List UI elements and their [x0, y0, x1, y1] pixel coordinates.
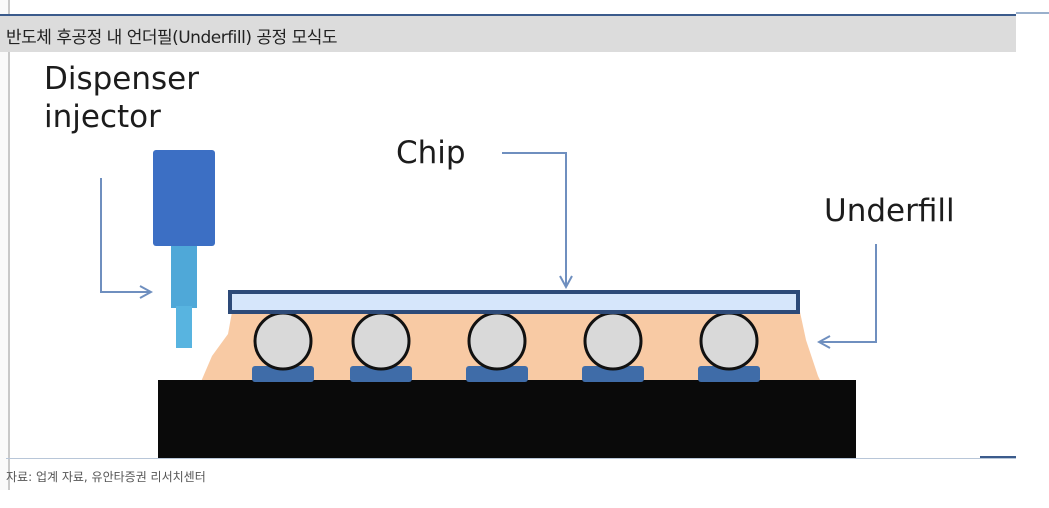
- injector-body: [153, 150, 215, 246]
- left-border: [0, 0, 10, 490]
- dispenser-injector-label: Dispenser injector: [44, 61, 199, 135]
- pad: [252, 366, 314, 382]
- chip-die: [228, 290, 800, 314]
- solder-ball: [253, 311, 313, 371]
- dispenser-injector: [153, 150, 215, 348]
- header-accent-line: [1016, 12, 1049, 14]
- title-bar: 반도체 후공정 내 언더필(Underfill) 공정 모식도: [0, 14, 1016, 52]
- injector-nozzle-upper: [171, 246, 197, 308]
- pad: [466, 366, 528, 382]
- footer-divider: [6, 458, 1016, 459]
- pad-row: [252, 366, 760, 382]
- dispenser-arrow: [100, 178, 150, 292]
- source-note: 자료: 업계 자료, 유안타증권 리서치센터: [6, 470, 206, 484]
- substrate: [158, 380, 856, 458]
- footer-accent-line: [980, 456, 1016, 458]
- solder-ball: [583, 311, 643, 371]
- pad: [350, 366, 412, 382]
- pad: [698, 366, 760, 382]
- solder-ball: [699, 311, 759, 371]
- diagram-title: 반도체 후공정 내 언더필(Underfill) 공정 모식도: [6, 28, 338, 48]
- chip-label: Chip: [396, 135, 466, 171]
- chip-arrow: [502, 152, 566, 286]
- underfill-arrow: [820, 244, 877, 342]
- solder-ball: [467, 311, 527, 371]
- injector-nozzle-tip: [176, 306, 192, 348]
- solder-ball: [351, 311, 411, 371]
- pad: [582, 366, 644, 382]
- underfill-label: Underfill: [824, 193, 955, 229]
